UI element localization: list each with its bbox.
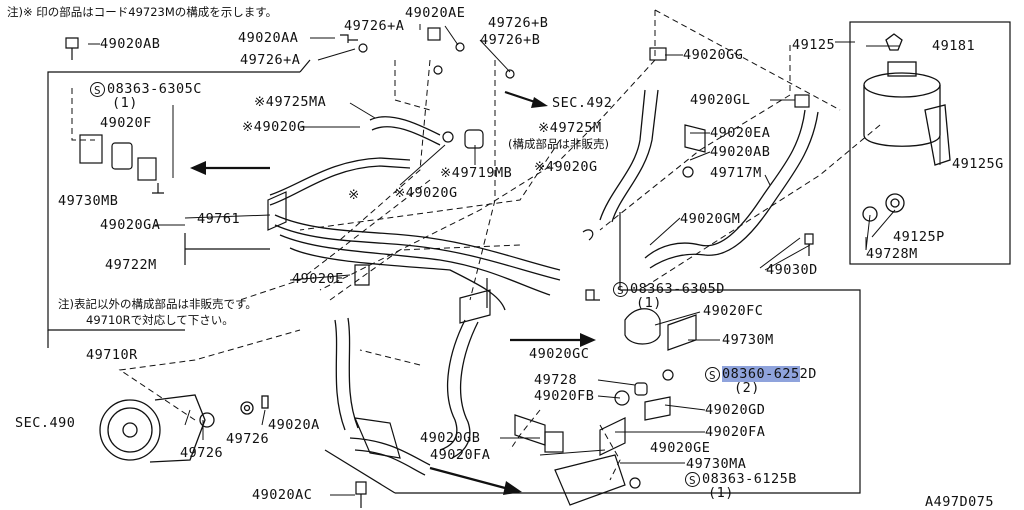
- label-49020GC: 49020GC: [529, 346, 590, 362]
- label-49020AE: 49020AE: [405, 5, 466, 21]
- direction-arrows: [190, 90, 596, 495]
- diagram-id: A497D075: [925, 494, 995, 510]
- s-symbol-icon: S: [685, 472, 700, 487]
- star-mark: ※: [348, 187, 360, 203]
- label-49020FA-1: 49020FA: [705, 424, 766, 440]
- label-49730M: 49730M: [722, 332, 774, 348]
- label-49710R: 49710R: [86, 347, 138, 363]
- label-49020FA-2: 49020FA: [430, 447, 491, 463]
- label-49726-1: 49726: [180, 445, 224, 461]
- hoses-and-pipes: [269, 89, 819, 476]
- reservoir-tank: [862, 33, 951, 222]
- dashed-leaders: [71, 9, 881, 481]
- label-sec492: SEC.492: [552, 95, 613, 111]
- qty-08360-6252D: (2): [734, 380, 760, 396]
- label-49728M: 49728M: [866, 246, 918, 262]
- label-49726-2: 49726: [226, 431, 270, 447]
- qty-08363-6305C: (1): [112, 95, 138, 111]
- label-49020GE: 49020GE: [650, 440, 711, 456]
- label-49020G-1: ※49020G: [242, 119, 306, 135]
- label-49181: 49181: [932, 38, 976, 54]
- label-49020GA: 49020GA: [100, 217, 161, 233]
- label-08363-6305D-text: 08363-6305D: [630, 281, 725, 297]
- label-49020G-3: ※49020G: [534, 159, 598, 175]
- label-49726A-1: 49726+A: [344, 18, 405, 34]
- label-08363-6305C-text: 08363-6305C: [107, 81, 202, 97]
- label-49726B-2: 49726+B: [480, 32, 541, 48]
- label-49725M: ※49725M: [538, 120, 602, 136]
- label-49020GG: 49020GG: [683, 47, 744, 63]
- label-49730MB: 49730MB: [58, 193, 119, 209]
- label-49728: 49728: [534, 372, 578, 388]
- label-49726B-1: 49726+B: [488, 15, 549, 31]
- label-49020GL: 49020GL: [690, 92, 751, 108]
- label-49125: 49125: [792, 37, 836, 53]
- label-49125G: 49125G: [952, 156, 1004, 172]
- label-49725M-note: (構成部品は非販売): [508, 137, 609, 151]
- label-49761: 49761: [197, 211, 241, 227]
- label-49030D: 49030D: [766, 262, 818, 278]
- label-49726A-2: 49726+A: [240, 52, 301, 68]
- label-49020FC: 49020FC: [703, 303, 764, 319]
- label-49020AA: 49020AA: [238, 30, 299, 46]
- header-note: 注)※ 印の部品はコード49723Mの構成を示します。: [7, 5, 278, 19]
- label-49725MA: ※49725MA: [254, 94, 327, 110]
- label-49020GB: 49020GB: [420, 430, 481, 446]
- label-49020F: 49020F: [100, 115, 152, 131]
- label-08363-6125B-text: 08363-6125B: [702, 471, 797, 487]
- label-49020EA: 49020EA: [710, 125, 771, 141]
- clamps-and-brackets: [65, 27, 814, 508]
- label-49125P: 49125P: [893, 229, 945, 245]
- label-49020AC: 49020AC: [252, 487, 313, 503]
- highlighted-part-number[interactable]: 08360-625: [722, 366, 800, 382]
- label-49020AB-mid: 49020AB: [710, 144, 771, 160]
- frame-lines: [47, 21, 1011, 494]
- footer-note-line2: 49710Rで対応して下さい。: [86, 313, 234, 327]
- label-49020E: 49020E: [292, 271, 344, 287]
- s-symbol-icon: S: [90, 82, 105, 97]
- label-49020GM: 49020GM: [680, 211, 741, 227]
- qty-08363-6125B: (1): [708, 485, 734, 501]
- solid-leaders: [88, 24, 941, 496]
- part-number-suffix: 2D: [799, 366, 817, 382]
- label-49020FB: 49020FB: [534, 388, 595, 404]
- footer-note-line1: 注)表記以外の構成部品は非販売です。: [58, 297, 257, 311]
- label-sec490: SEC.490: [15, 415, 76, 431]
- label-49730MA: 49730MA: [686, 456, 747, 472]
- power-steering-pump: [99, 394, 269, 463]
- qty-08363-6305D: (1): [636, 295, 662, 311]
- label-49020A: 49020A: [268, 417, 320, 433]
- label-49020AB-top: 49020AB: [100, 36, 161, 52]
- label-49722M: 49722M: [105, 257, 157, 273]
- label-49020G-2: ※49020G: [394, 185, 458, 201]
- label-49719MB: ※49719MB: [440, 165, 513, 181]
- s-symbol-icon: S: [613, 282, 628, 297]
- s-symbol-icon: S: [705, 367, 720, 382]
- label-49717M: 49717M: [710, 165, 762, 181]
- label-49020GD: 49020GD: [705, 402, 766, 418]
